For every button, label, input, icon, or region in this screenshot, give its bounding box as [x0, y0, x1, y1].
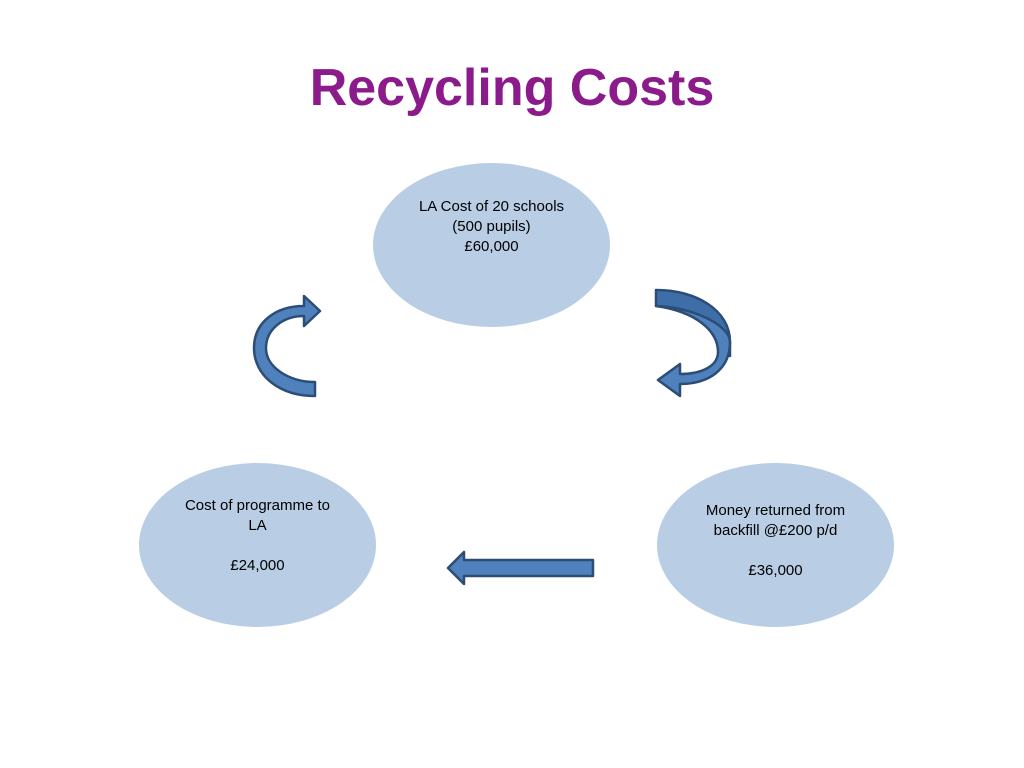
node-la-cost-amount: £60,000 — [464, 238, 519, 255]
node-programme-cost-text: Cost of programme to LA £24,000 — [185, 496, 330, 576]
node-programme-cost-spacer — [185, 536, 330, 556]
left-arrow-icon — [446, 550, 595, 586]
left-arrow-shape — [446, 550, 595, 586]
node-la-cost-line1: LA Cost of 20 schools — [418, 198, 565, 215]
node-money-returned-amount: £36,000 — [748, 562, 803, 579]
node-money-returned-text: Money returned from backfill @£200 p/d £… — [706, 501, 845, 581]
node-money-returned-line1: Money returned from — [705, 502, 846, 519]
slide-title: Recycling Costs — [309, 59, 715, 117]
node-programme-cost-amount: £24,000 — [230, 557, 285, 574]
node-la-cost: LA Cost of 20 schools (500 pupils) £60,0… — [373, 163, 610, 327]
curved-arrow-left-icon — [252, 294, 322, 398]
curved-arrow-right-icon — [654, 288, 732, 398]
curved-arrow-left-shape — [252, 294, 322, 398]
node-money-returned-spacer — [706, 541, 845, 561]
node-money-returned: Money returned from backfill @£200 p/d £… — [657, 463, 894, 627]
node-la-cost-text: LA Cost of 20 schools (500 pupils) £60,0… — [419, 197, 564, 257]
node-programme-cost-line2: LA — [248, 517, 267, 534]
node-la-cost-line2: (500 pupils) — [452, 218, 531, 235]
curved-arrow-right-shape — [654, 304, 732, 398]
node-programme-cost-line1: Cost of programme to — [184, 497, 331, 514]
node-programme-cost: Cost of programme to LA £24,000 — [139, 463, 376, 627]
node-money-returned-line2: backfill @£200 p/d — [713, 522, 838, 539]
